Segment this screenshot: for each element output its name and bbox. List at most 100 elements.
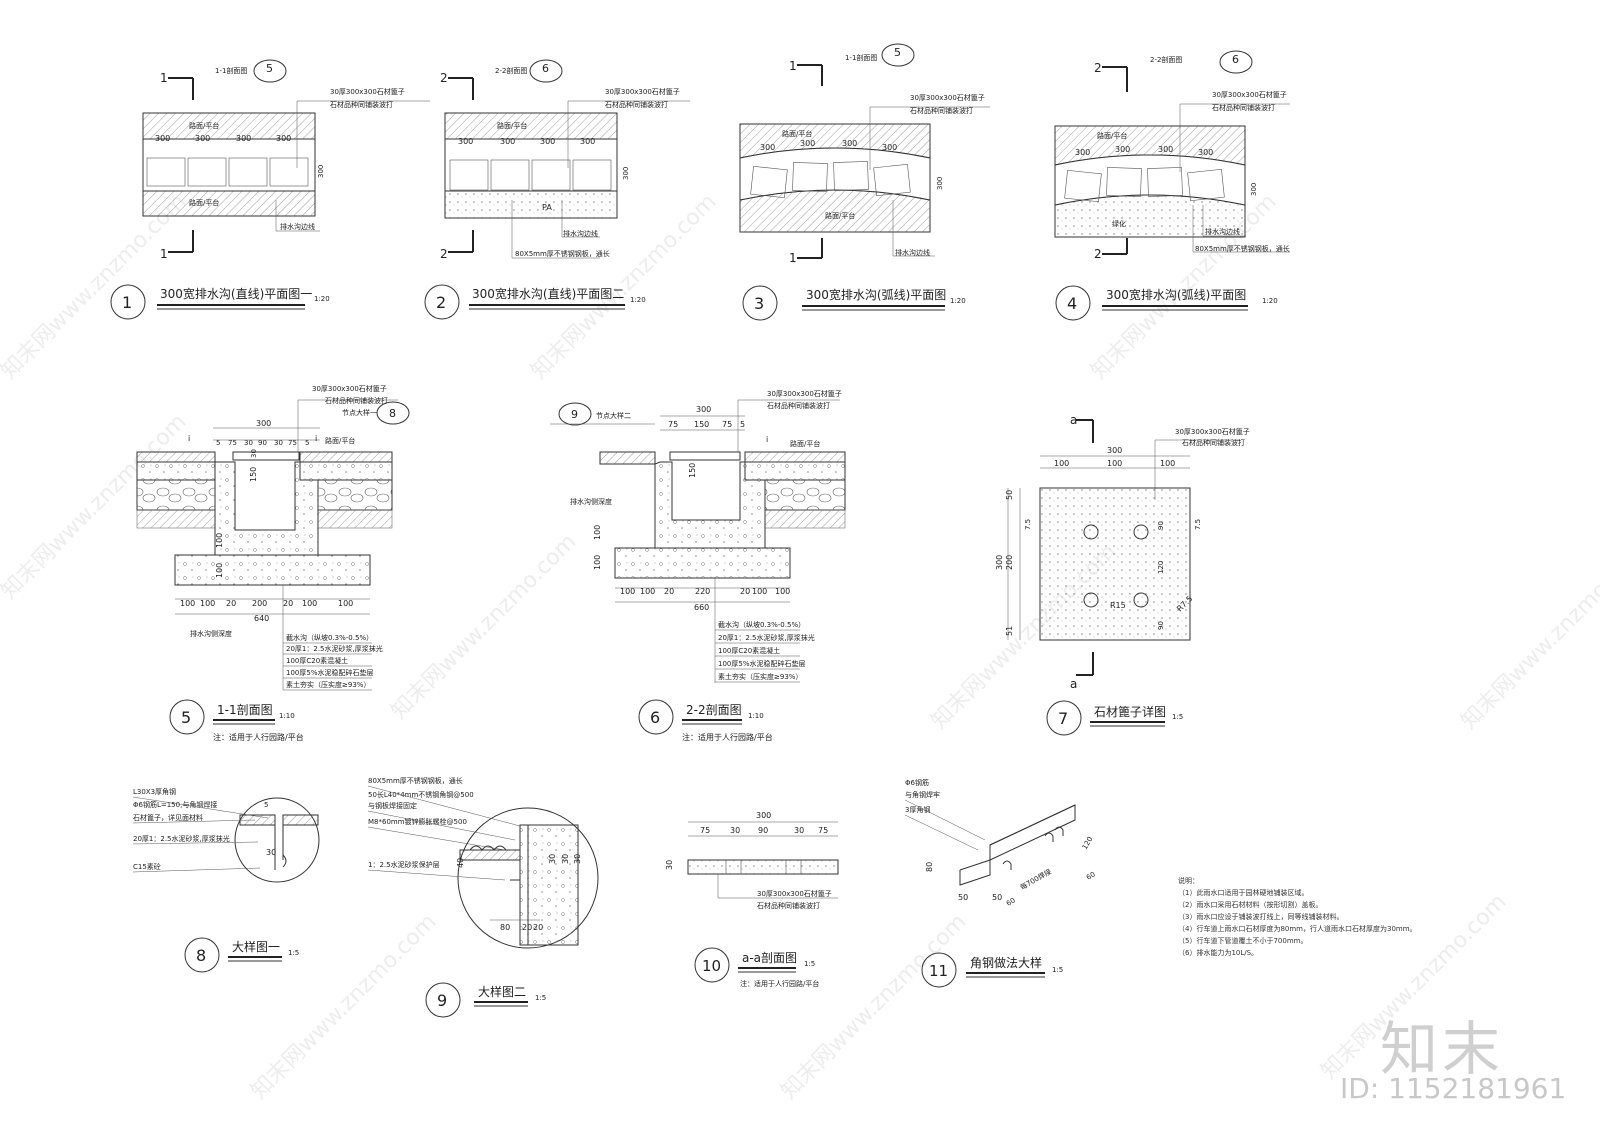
plan-3: 1 1-1剖面图 5 300 300 300 300 路面/平台 路面/平台 3…: [739, 43, 990, 321]
dim: 7.5: [1194, 519, 1202, 530]
dim: 300: [760, 143, 775, 152]
dim: 100: [215, 563, 224, 578]
view-scale: 1:5: [1052, 966, 1063, 974]
note: 石材品种同铺装波打: [757, 901, 820, 910]
layer-label: 100厚C20素混凝土: [286, 656, 348, 665]
plan-1: 1 1-1剖面图 5 300 300 300 300 路面/平台 路面/平台 3…: [110, 59, 430, 320]
dim: 90: [758, 826, 768, 835]
dim: 40: [456, 858, 465, 868]
note: 石材品种同铺装波打: [605, 100, 668, 109]
note: 石材品种同铺装波打: [330, 100, 393, 109]
dim: 20: [283, 599, 293, 608]
view-scale: 1:10: [279, 712, 295, 720]
road-label: 绿化: [1112, 219, 1126, 228]
view-number: 4: [1067, 294, 1077, 313]
dim: 30: [730, 826, 740, 835]
callout: Φ6钢筋: [905, 778, 929, 787]
dim: 30: [561, 854, 570, 864]
view-note: 注：适用于人行园路/平台: [682, 732, 773, 742]
dim: 80: [925, 862, 934, 872]
cut-mark: 2: [1094, 61, 1102, 75]
view-number: 9: [437, 991, 447, 1010]
dim: 100: [593, 525, 602, 540]
dim: 640: [254, 614, 269, 623]
note-item: （6）排水能力为10L/S。: [1178, 949, 1259, 957]
dim: 100: [620, 587, 635, 596]
dim: 300: [696, 405, 711, 414]
watermark-id: ID: 1152181961: [1340, 1072, 1567, 1105]
dim: 5: [305, 439, 309, 447]
layer-list: 截水沟（纵坡0.3%-0.5%） 20厚1：2.5水泥砂浆,厚浆抹光 100厚C…: [283, 633, 383, 691]
notes-title: 说明：: [1178, 877, 1199, 885]
watermark-text: 知末网www.znzmo.com: [777, 909, 972, 1104]
note: 排水沟边线: [895, 248, 930, 257]
view-scale: 1:5: [288, 949, 299, 957]
view-scale: 1:10: [748, 712, 764, 720]
view-scale: 1:20: [314, 295, 330, 303]
dim: 20: [533, 923, 543, 932]
dim: 660: [694, 603, 709, 612]
view-scale: 1:20: [950, 297, 966, 305]
dim: 75: [288, 439, 297, 447]
view-note: 注：适用于人行园路/平台: [740, 979, 819, 988]
dim: 300: [1115, 145, 1130, 154]
road-label: 路面/平台: [189, 121, 219, 130]
note: 30厚300x300石材篦子: [910, 93, 985, 102]
callout: 3厚角钢: [905, 805, 930, 814]
watermark-text: 知末网www.znzmo.com: [247, 909, 442, 1104]
note: 排水沟边线: [563, 229, 598, 238]
dim: 300: [580, 137, 595, 146]
note-item: （5）行车道下管道覆土不小于700mm。: [1178, 937, 1308, 945]
node-ref: 8: [389, 407, 396, 420]
dim: 300: [236, 134, 251, 143]
dim: 300: [1158, 145, 1173, 154]
dim: 20: [226, 599, 236, 608]
dim: 20: [522, 923, 532, 932]
view-number: 1: [122, 293, 132, 312]
dim: 300: [756, 811, 771, 820]
road-label: 路面/平台: [189, 198, 219, 207]
view-number: 7: [1058, 709, 1068, 728]
dim: 75: [818, 826, 828, 835]
node-label: 节点大样二: [596, 411, 631, 420]
dim: 75: [228, 439, 237, 447]
note-item: （2）雨水口采用石材材料（按形切割）盖板。: [1178, 901, 1323, 909]
dim: 90: [1157, 521, 1165, 530]
road-label: 路面/平台: [825, 211, 855, 220]
note-item: （3）雨水口应设于铺装波打线上，同等线铺装材料。: [1178, 913, 1344, 921]
view-scale: 1:5: [535, 994, 546, 1002]
section-mark: a: [1070, 677, 1077, 691]
dim: 300: [1107, 446, 1122, 455]
cut-mark: 1: [160, 71, 168, 85]
dim: 300: [800, 139, 815, 148]
watermark-logo: 知末: [1380, 1015, 1505, 1083]
view-scale: 1:5: [1172, 713, 1183, 721]
side-label: 排水沟侧深度: [570, 497, 612, 506]
cut-mark: 1: [789, 251, 797, 265]
detail-7: a 300 100 100 100 30厚300x300石材篦子 石材品种同铺装…: [995, 413, 1250, 736]
cut-mark: 2: [1094, 247, 1102, 261]
section-6: 9 节点大样二 300 75 150 75 5 30厚300x300石材篦子 石…: [550, 389, 846, 742]
dim: 300: [540, 137, 555, 146]
cut-label: 1-1剖面图: [845, 53, 877, 62]
dim: 5: [216, 439, 220, 447]
callout: 50长L40*4mm不锈钢角钢@500: [368, 790, 474, 799]
note: 30厚300x300石材篦子: [1212, 90, 1287, 99]
view-title: 2-2剖面图: [686, 703, 742, 717]
callout: 20厚1：2.5水泥砂浆,厚浆抹光: [133, 834, 230, 843]
dim: 300: [317, 165, 325, 178]
dim: 300: [1198, 148, 1213, 157]
cut-ref: 5: [894, 46, 901, 59]
layer-label: 100厚5%水泥稳配碎石垫层: [286, 668, 373, 677]
view-number: 6: [650, 708, 660, 727]
dim: 100: [338, 599, 353, 608]
callout: 石材篦子，详见面材料: [133, 813, 203, 822]
dim: 300: [936, 177, 944, 190]
slope-mark: i: [188, 434, 190, 443]
dim: 30: [244, 439, 253, 447]
cut-mark: 1: [160, 247, 168, 261]
view-scale: 1:20: [630, 296, 646, 304]
dim: 7.5: [1024, 519, 1032, 530]
dim: 50: [958, 893, 968, 902]
